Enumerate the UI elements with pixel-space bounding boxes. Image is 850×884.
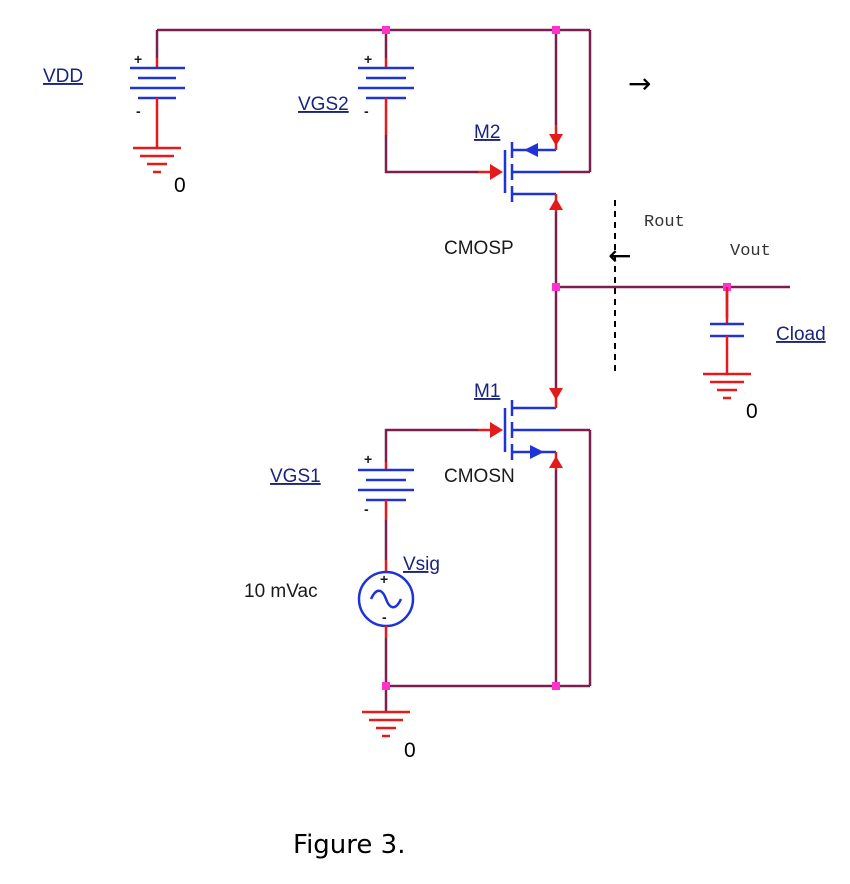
plus-sign: +: [364, 451, 372, 467]
node-dot: [382, 682, 390, 690]
node-dot: [552, 682, 560, 690]
vgs2-label[interactable]: VGS2: [298, 94, 349, 115]
vsig-label[interactable]: Vsig: [403, 554, 440, 575]
plus-sign: +: [134, 51, 142, 67]
node-dot: [552, 26, 560, 34]
vsig-ac-source: + - Vsig 10 mVac: [244, 554, 440, 638]
ground-symbol: 0: [703, 372, 758, 423]
arrow-right-icon: →: [628, 67, 651, 100]
cload-capacitor: Cload: [710, 287, 826, 374]
vgs1-label[interactable]: VGS1: [270, 466, 321, 487]
cload-label[interactable]: Cload: [776, 324, 826, 345]
vdd-label[interactable]: VDD: [43, 66, 83, 87]
rout-label: Rout: [644, 213, 685, 232]
vgs1-source: + - VGS1: [270, 451, 414, 520]
plus-sign: +: [380, 571, 388, 587]
minus-sign: -: [364, 501, 369, 517]
vsig-value-label: 10 mVac: [244, 581, 318, 602]
arrow-left-icon: ←: [608, 239, 631, 272]
vgs2-source: + - VGS2: [298, 51, 414, 135]
minus-sign: -: [136, 103, 141, 119]
minus-sign: -: [364, 103, 369, 119]
vout-label: Vout: [730, 242, 771, 261]
vdd-source: + - VDD: [43, 51, 185, 148]
ground-label: 0: [746, 400, 758, 423]
ground-label: 0: [404, 739, 416, 762]
node-dot: [552, 283, 560, 291]
ground-symbol: 0: [362, 710, 416, 762]
ground-label: 0: [174, 174, 186, 197]
ground-symbol: 0: [133, 146, 186, 197]
plus-sign: +: [364, 51, 372, 67]
rout-indicator: ← Rout: [608, 200, 685, 372]
m1-label[interactable]: M1: [474, 381, 500, 402]
m2-model-label: CMOSP: [444, 238, 514, 259]
m1-nmos-transistor: M1 CMOSN: [444, 381, 563, 487]
figure-caption: Figure 3.: [293, 830, 405, 860]
node-dot: [382, 26, 390, 34]
m1-model-label: CMOSN: [444, 466, 515, 487]
m2-label[interactable]: M2: [474, 122, 500, 143]
m2-pmos-transistor: M2 CMOSP: [444, 122, 563, 259]
minus-sign: -: [382, 609, 387, 625]
